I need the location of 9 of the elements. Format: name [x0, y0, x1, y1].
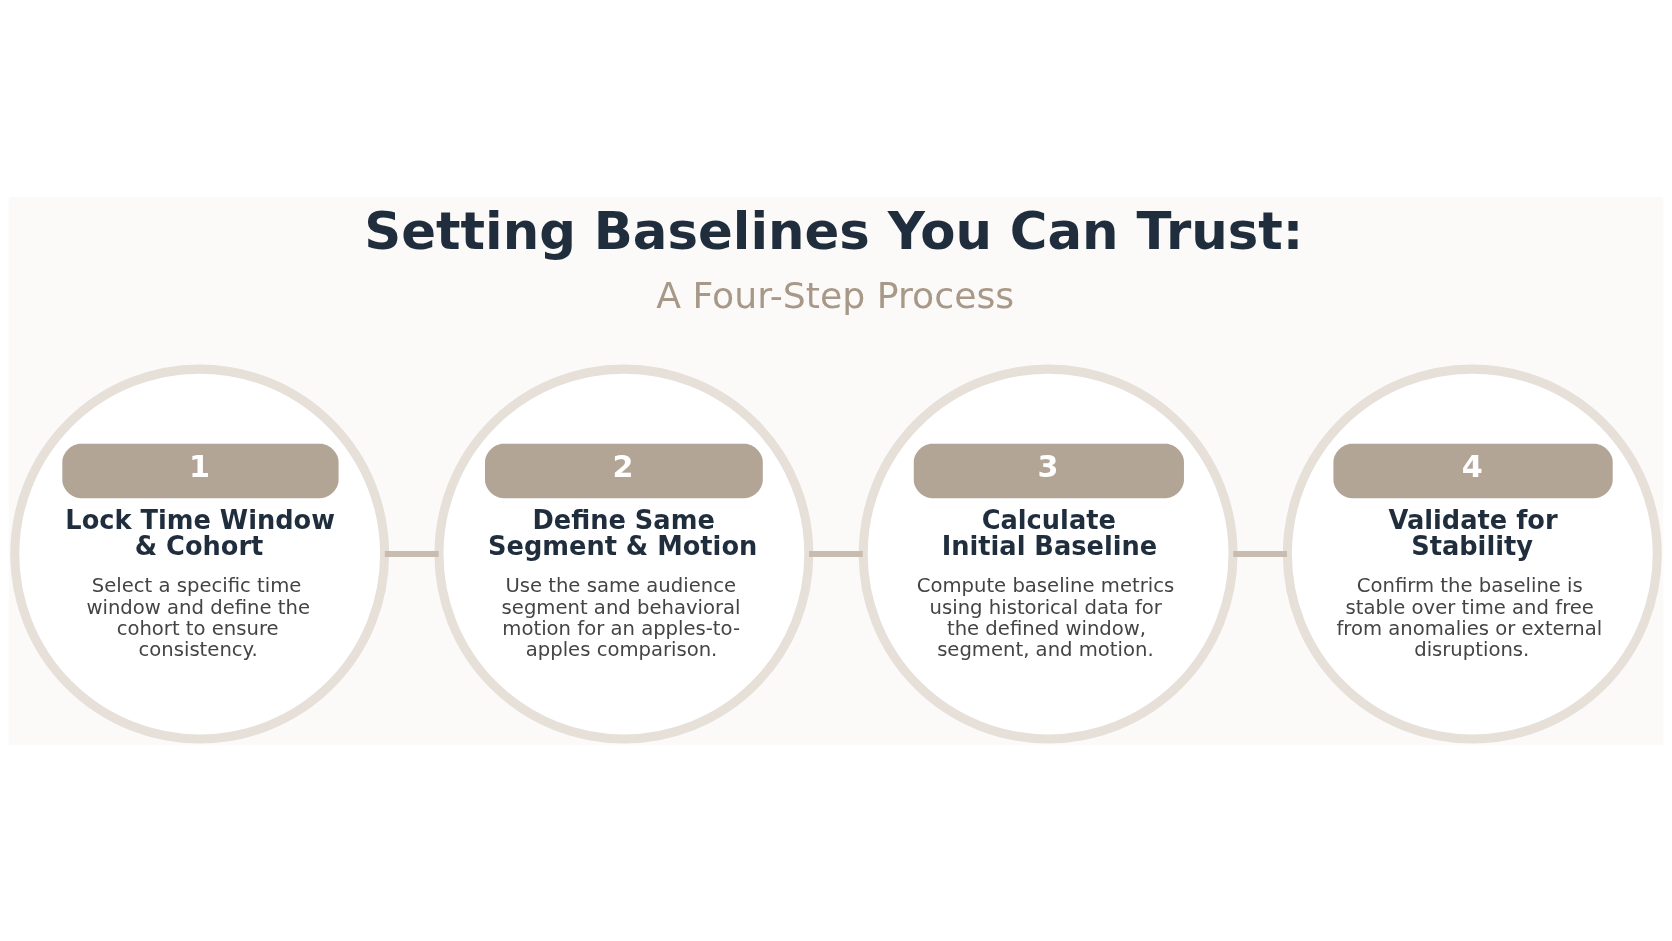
node-circle: 2 Define Same Segment & Motion Use the same audience segment and behavioral motion for an apples-to-apples comparison. [434, 364, 814, 743]
label: A Four-Step Process [656, 273, 1015, 317]
connector [1233, 550, 1287, 557]
diagram-title: Setting Baselines You Can Trust: [364, 200, 1304, 261]
node-circle: 1 Lock Time Window & Cohort Select a specific time window and define the cohort to ensure consistency. [10, 364, 390, 743]
connector [384, 550, 439, 557]
node-circle: 4 Validate for Stability Confirm the baseline is stable over time and free from anomalies or external disruptions. [1282, 364, 1662, 743]
connector [809, 550, 863, 557]
node-circle: 3 Calculate Initial Baseline Compute baseline metrics using historical data for the defined window, segment, and motion. [858, 364, 1238, 743]
